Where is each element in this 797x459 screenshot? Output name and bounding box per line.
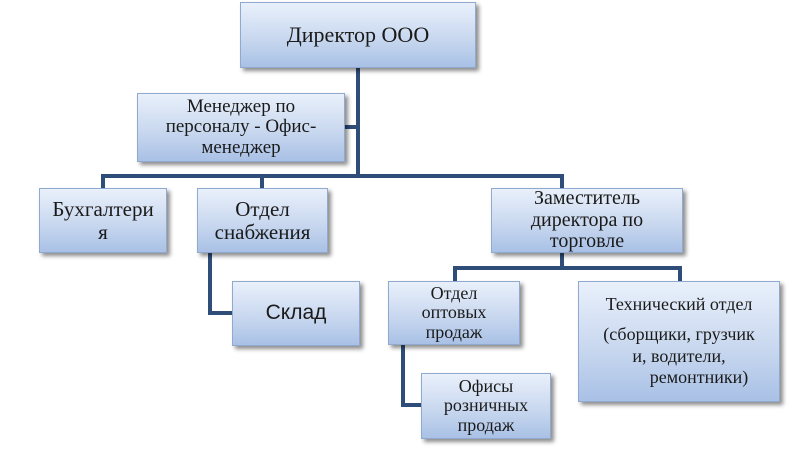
node-deputy-line-1: Заместитель [534, 187, 640, 210]
node-hr-manager-line-2: персоналу - Офис- [165, 116, 317, 138]
node-accounting-line-1: Бухгалтери [52, 196, 154, 221]
node-accounting: Бухгалтери я [39, 188, 167, 253]
node-retail-line-1: Офисы [458, 375, 514, 396]
node-wholesale-line-2: оптовых [421, 302, 487, 323]
node-hr-manager: Менеджер по персоналу - Офис- менеджер [137, 93, 345, 162]
node-hr-manager-line-3: менеджер [201, 136, 281, 158]
node-deputy-line-2: директора по [530, 208, 644, 231]
node-warehouse: Склад [232, 281, 360, 346]
node-accounting-line-2: я [98, 219, 108, 244]
node-retail: Офисы розничных продаж [421, 373, 551, 439]
node-supply: Отдел снабжения [197, 188, 328, 253]
node-wholesale: Отдел оптовых продаж [388, 281, 520, 345]
node-technical-line-1: Технический отдел [605, 293, 753, 314]
node-warehouse-line-1: Склад [265, 301, 327, 325]
node-wholesale-line-3: продаж [425, 321, 483, 342]
node-wholesale-line-1: Отдел [430, 282, 478, 303]
node-hr-manager-line-1: Менеджер по [186, 95, 296, 117]
node-technical: Технический отдел (сборщики, грузчик и, … [578, 281, 780, 402]
node-supply-line-2: снабжения [214, 219, 311, 244]
node-technical-line-3: и, водители, [632, 345, 726, 366]
node-retail-line-2: розничных [443, 395, 529, 416]
node-director: Директор ООО [240, 2, 476, 68]
node-technical-line-2: (сборщики, грузчик [603, 323, 755, 344]
node-retail-line-3: продаж [457, 414, 515, 435]
node-deputy-line-3: торговле [549, 230, 625, 253]
node-director-line-1: Директор ООО [286, 22, 430, 48]
node-supply-line-1: Отдел [235, 196, 290, 221]
node-deputy: Заместитель директора по торговле [491, 188, 683, 253]
node-technical-line-4: ремонтники) [649, 367, 749, 388]
